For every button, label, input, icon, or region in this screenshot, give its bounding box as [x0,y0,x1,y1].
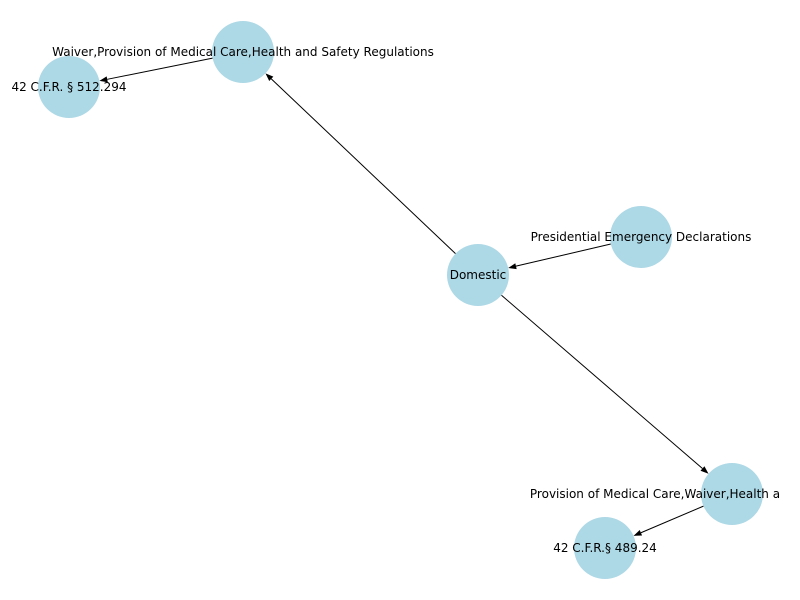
node-label-cfr_489: 42 C.F.R.§ 489.24 [553,541,657,555]
edge-presidential-to-domestic [508,243,611,270]
edge-line [107,57,213,80]
edge-line [640,505,704,534]
edge-domestic-to-provision_b [501,294,709,474]
arrow-head-icon [633,529,643,536]
edge-line [270,78,456,255]
node-presidential [610,206,672,268]
arrow-head-icon [265,73,274,82]
node-label-provision_b: Provision of Medical Care,Waiver,Health … [530,487,780,501]
edge-line [515,243,611,267]
arrow-head-icon [700,466,709,474]
edge-waiver_a-to-cfr_512 [99,57,213,83]
edge-provision_b-to-cfr_489 [633,505,704,536]
labels-layer: Domestic Waiver,Provision of Medical Care… [11,45,780,555]
edge-line [501,294,703,469]
edge-domestic-to-waiver_a [265,73,456,255]
node-label-presidential: Presidential Emergency Declarations [531,230,752,244]
nodes-layer [38,21,763,579]
node-label-domestic: Domestic [450,268,507,282]
arrow-head-icon [99,76,108,83]
node-label-cfr_512: 42 C.F.R. § 512.294 [11,80,126,94]
edges-layer [99,57,709,536]
node-waiver_a [212,21,274,83]
node-label-waiver_a: Waiver,Provision of Medical Care,Health … [52,45,434,59]
node-cfr_512 [38,56,100,118]
node-cfr_489 [574,517,636,579]
arrow-head-icon [508,263,517,270]
node-provision_b [701,463,763,525]
node-domestic [447,244,509,306]
